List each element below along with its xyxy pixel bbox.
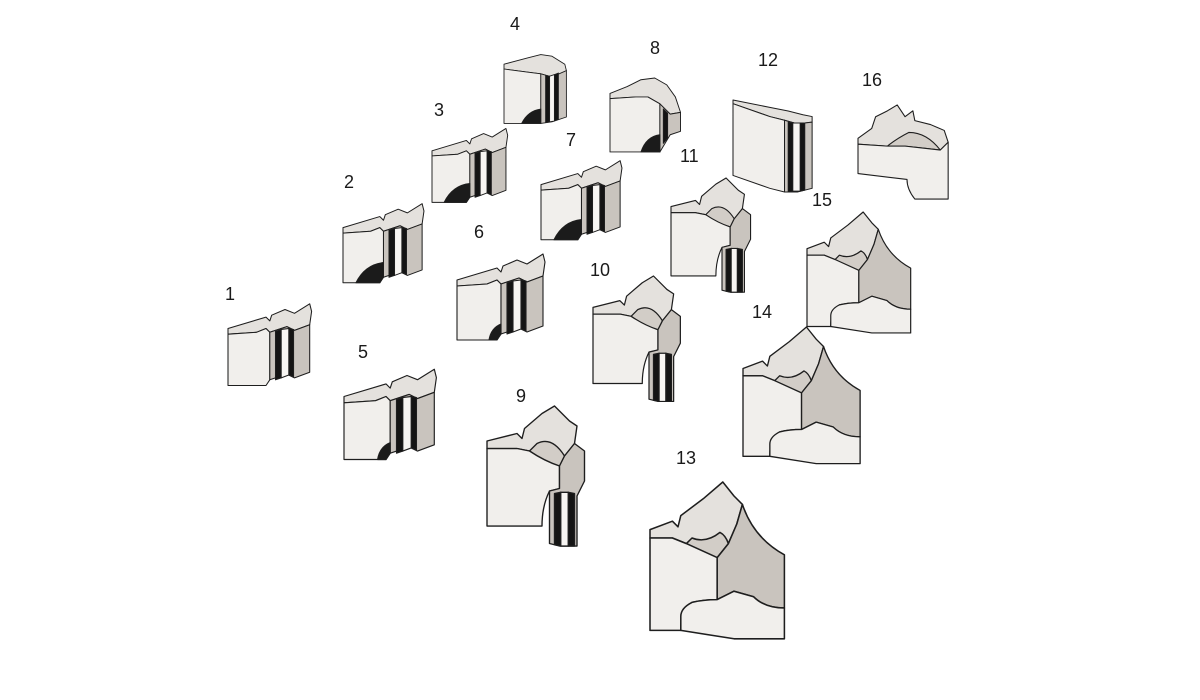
block-5-label: 5: [358, 342, 368, 362]
block-11-label: 11: [680, 146, 699, 166]
block-12: 12: [732, 50, 813, 193]
block-6-molding-profile: [456, 253, 546, 341]
block-12-label: 12: [758, 50, 778, 70]
block-3-molding-profile: [431, 127, 509, 203]
block-1-label: 1: [225, 284, 235, 304]
block-7: 7: [540, 130, 623, 241]
block-8: 8: [609, 38, 681, 153]
block-2: 2: [342, 172, 425, 284]
block-2-label: 2: [344, 172, 354, 192]
block-3: 3: [431, 100, 509, 203]
block-10-label: 10: [590, 260, 610, 280]
block-13: 13: [649, 448, 786, 640]
block-13-molding-profile: [649, 481, 786, 640]
block-14-molding-profile: [742, 326, 861, 465]
block-11: 11: [670, 146, 752, 293]
block-7-label: 7: [566, 130, 576, 150]
block-9-label: 9: [516, 386, 526, 406]
block-10: 10: [590, 260, 681, 403]
block-2-molding-profile: [342, 203, 425, 284]
block-16: 16: [857, 70, 949, 200]
block-4: 4: [503, 14, 567, 124]
block-6-label: 6: [474, 222, 484, 242]
block-16-label: 16: [862, 70, 882, 90]
block-7-molding-profile: [540, 160, 623, 241]
block-11-molding-profile: [670, 177, 752, 293]
block-5: 5: [343, 342, 437, 461]
block-5-molding-profile: [343, 368, 437, 461]
block-14: 14: [742, 302, 861, 465]
block-9: 9: [486, 386, 586, 547]
block-15-molding-profile: [806, 211, 912, 334]
block-1-molding-profile: [227, 303, 313, 387]
block-14-label: 14: [752, 302, 772, 322]
block-15-label: 15: [812, 190, 832, 210]
block-6: 6: [456, 222, 546, 341]
block-8-molding-profile: [609, 77, 681, 153]
block-4-molding-profile: [503, 54, 567, 124]
block-12-molding-profile: [732, 99, 813, 193]
block-3-label: 3: [434, 100, 444, 120]
block-4-label: 4: [510, 14, 520, 34]
block-16-molding-profile: [857, 104, 949, 200]
block-9-molding-profile: [486, 405, 586, 547]
block-1: 1: [225, 284, 313, 387]
block-13-label: 13: [676, 448, 696, 468]
block-15: 15: [806, 190, 912, 334]
block-8-label: 8: [650, 38, 660, 58]
block-10-molding-profile: [592, 275, 681, 403]
